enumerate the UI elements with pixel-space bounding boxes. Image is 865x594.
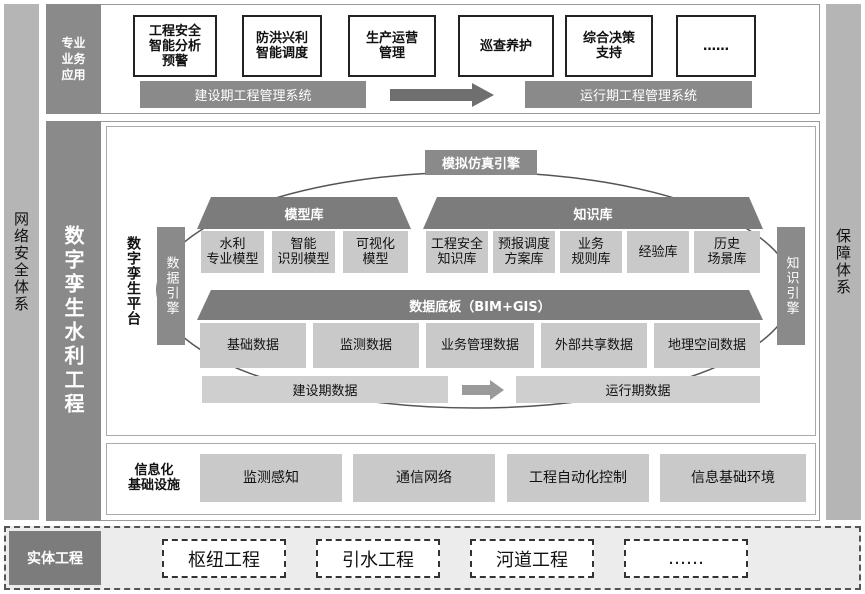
- app-layer-label: 专业 业务 应用: [46, 4, 101, 114]
- arrow-right-icon: [462, 380, 504, 400]
- operation-system-bar: 运行期工程管理系统: [525, 81, 752, 108]
- physical-label: 实体工程: [9, 531, 101, 585]
- app-safety-warning: 工程安全 智能分析 预警: [133, 15, 217, 77]
- physical-item-more: ……: [624, 539, 748, 578]
- arrow-right-icon: [390, 83, 494, 107]
- infra-item-sensing: 监测感知: [200, 454, 342, 502]
- app-inspection-maintenance: 巡查养护: [458, 15, 554, 77]
- operation-data-bar: 运行期数据: [516, 376, 760, 403]
- model-library-header-shape: [197, 197, 411, 229]
- knowledge-library-title: 知识库: [573, 207, 613, 223]
- data-board-title: 数据底板（BIM+GIS）: [409, 299, 551, 315]
- knowledge-item-rules: 业务 规则库: [560, 231, 622, 273]
- model-item-recognition: 智能 识别模型: [272, 231, 335, 273]
- simulation-engine: 模拟仿真引擎: [425, 150, 537, 175]
- network-security-column: 网络安全体系: [4, 4, 39, 520]
- twin-engineering-label: 数字孪生水利工程: [46, 121, 101, 521]
- app-more: ……: [676, 15, 756, 77]
- data-item-external: 外部共享数据: [541, 323, 647, 368]
- data-item-business: 业务管理数据: [426, 323, 534, 368]
- physical-item-river: 河道工程: [470, 539, 594, 578]
- physical-item-hub: 枢纽工程: [162, 539, 286, 578]
- data-engine: 数据引擎: [157, 227, 185, 345]
- infra-item-network: 通信网络: [353, 454, 495, 502]
- knowledge-item-experience: 经验库: [627, 231, 689, 273]
- data-item-monitoring: 监测数据: [313, 323, 419, 368]
- infra-item-automation: 工程自动化控制: [507, 454, 649, 502]
- guarantee-system-label: 保障体系: [834, 228, 852, 296]
- knowledge-library-header-shape: [423, 197, 763, 229]
- model-item-visualization: 可视化 模型: [343, 231, 408, 273]
- guarantee-system-column: 保障体系: [826, 4, 861, 520]
- construction-system-bar: 建设期工程管理系统: [140, 81, 366, 108]
- data-item-basic: 基础数据: [200, 323, 306, 368]
- knowledge-item-forecast: 预报调度 方案库: [493, 231, 555, 273]
- data-item-geospatial: 地理空间数据: [654, 323, 760, 368]
- physical-item-diversion: 引水工程: [316, 539, 440, 578]
- data-board-header-shape: [197, 290, 763, 320]
- infra-item-environment: 信息基础环境: [660, 454, 806, 502]
- twin-platform-label: 数字孪生平台: [125, 236, 141, 326]
- knowledge-engine: 知识引擎: [777, 227, 805, 345]
- app-flood-dispatch: 防洪兴利 智能调度: [242, 15, 322, 77]
- construction-data-bar: 建设期数据: [202, 376, 448, 403]
- model-library-title: 模型库: [284, 207, 324, 223]
- app-operation-management: 生产运营 管理: [348, 15, 436, 77]
- knowledge-item-safety: 工程安全 知识库: [426, 231, 488, 273]
- knowledge-item-history: 历史 场景库: [694, 231, 760, 273]
- app-decision-support: 综合决策 支持: [565, 15, 653, 77]
- infrastructure-label: 信息化 基础设施: [127, 463, 180, 493]
- model-item-hydraulic: 水利 专业模型: [201, 231, 264, 273]
- network-security-label: 网络安全体系: [12, 211, 30, 313]
